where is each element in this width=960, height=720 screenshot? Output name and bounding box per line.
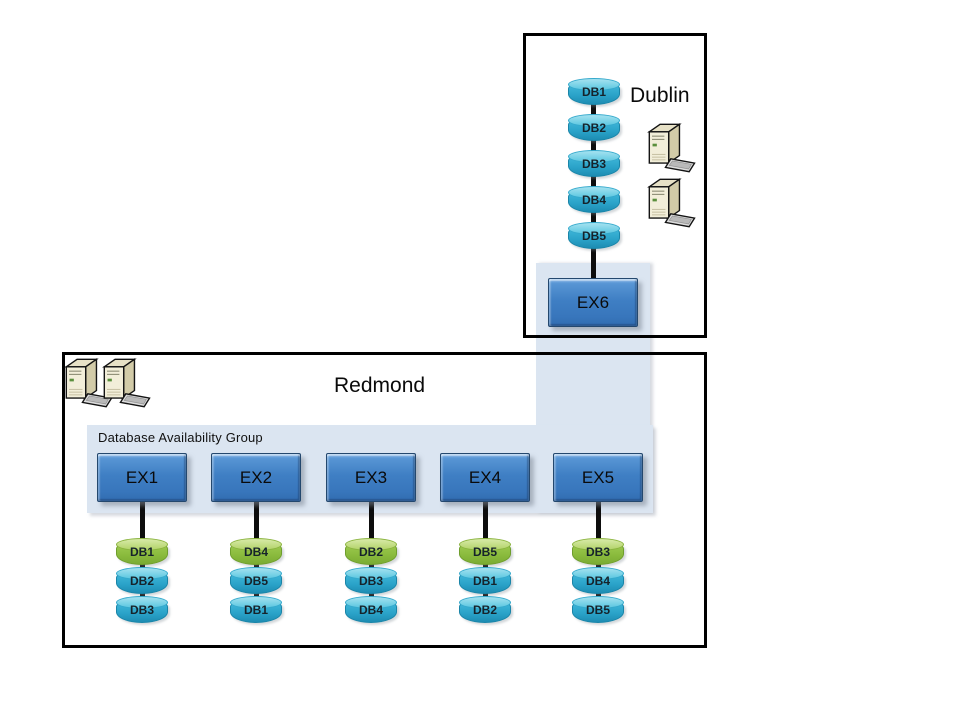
- server-label: EX5: [581, 467, 615, 487]
- cylinder-top: [459, 538, 511, 551]
- server-node-ex4: EX4: [440, 453, 530, 502]
- db-cylinder: DB4: [572, 567, 624, 594]
- redmond-site-label: Redmond: [334, 374, 426, 397]
- db-label: DB5: [585, 603, 610, 617]
- server-node-ex5: EX5: [553, 453, 643, 502]
- cylinder-top: [568, 150, 620, 163]
- db-cylinder: DB1: [116, 538, 168, 565]
- db-cylinder: DB4: [345, 596, 397, 623]
- cylinder-top: [116, 538, 168, 551]
- db-label: DB2: [129, 574, 154, 588]
- server-tower-icon: [645, 178, 701, 228]
- server-label: EX1: [125, 467, 159, 487]
- cylinder-top: [230, 596, 282, 609]
- db-label: DB1: [472, 574, 497, 588]
- db-label: DB5: [243, 574, 268, 588]
- db-cylinder: DB2: [116, 567, 168, 594]
- dublin-db-cylinder: DB5: [568, 222, 620, 249]
- server-tower-icon: [100, 358, 156, 408]
- dag-region-label: Database Availability Group: [98, 430, 263, 445]
- db-label: DB5: [472, 545, 497, 559]
- db-label: DB5: [581, 229, 606, 243]
- db-label: DB2: [358, 545, 383, 559]
- cylinder-top: [459, 596, 511, 609]
- cylinder-top: [345, 596, 397, 609]
- cylinder-top: [230, 538, 282, 551]
- server-label: EX2: [239, 467, 273, 487]
- server-node-ex6: EX6: [548, 278, 638, 327]
- cylinder-top: [568, 186, 620, 199]
- db-label: DB4: [581, 193, 606, 207]
- db-label: DB3: [129, 603, 154, 617]
- db-cylinder: DB3: [572, 538, 624, 565]
- db-label: DB4: [585, 574, 610, 588]
- connector-dublin-column: [591, 88, 596, 278]
- cylinder-top: [345, 538, 397, 551]
- cylinder-top: [568, 78, 620, 91]
- db-label: DB2: [472, 603, 497, 617]
- server-node-ex3: EX3: [326, 453, 416, 502]
- server-node-ex2: EX2: [211, 453, 301, 502]
- db-cylinder: DB3: [116, 596, 168, 623]
- db-cylinder: DB4: [230, 538, 282, 565]
- db-cylinder: DB5: [459, 538, 511, 565]
- cylinder-top: [116, 596, 168, 609]
- db-label: DB1: [581, 85, 606, 99]
- db-cylinder: DB2: [459, 596, 511, 623]
- dublin-site-label: Dublin: [630, 84, 690, 107]
- cylinder-top: [230, 567, 282, 580]
- server-tower-icon: [645, 123, 701, 173]
- server-label: EX6: [576, 292, 610, 312]
- db-cylinder: DB2: [345, 538, 397, 565]
- db-cylinder: DB3: [345, 567, 397, 594]
- cylinder-top: [572, 596, 624, 609]
- db-label: DB4: [243, 545, 268, 559]
- server-node-ex1: EX1: [97, 453, 187, 502]
- dublin-db-cylinder: DB1: [568, 78, 620, 105]
- db-cylinder: DB5: [230, 567, 282, 594]
- dublin-db-cylinder: DB3: [568, 150, 620, 177]
- db-label: DB3: [358, 574, 383, 588]
- cylinder-top: [572, 538, 624, 551]
- db-label: DB3: [581, 157, 606, 171]
- cylinder-top: [568, 114, 620, 127]
- dublin-db-cylinder: DB2: [568, 114, 620, 141]
- db-label: DB4: [358, 603, 383, 617]
- db-label: DB2: [581, 121, 606, 135]
- redmond-site-box: [62, 352, 707, 648]
- cylinder-top: [459, 567, 511, 580]
- db-label: DB3: [585, 545, 610, 559]
- cylinder-top: [572, 567, 624, 580]
- server-label: EX3: [354, 467, 388, 487]
- server-label: EX4: [468, 467, 502, 487]
- cylinder-top: [568, 222, 620, 235]
- db-cylinder: DB5: [572, 596, 624, 623]
- cylinder-top: [345, 567, 397, 580]
- cylinder-top: [116, 567, 168, 580]
- db-cylinder: DB1: [230, 596, 282, 623]
- dublin-db-cylinder: DB4: [568, 186, 620, 213]
- db-label: DB1: [243, 603, 268, 617]
- db-label: DB1: [129, 545, 154, 559]
- dublin-site-box: [523, 33, 707, 338]
- db-cylinder: DB1: [459, 567, 511, 594]
